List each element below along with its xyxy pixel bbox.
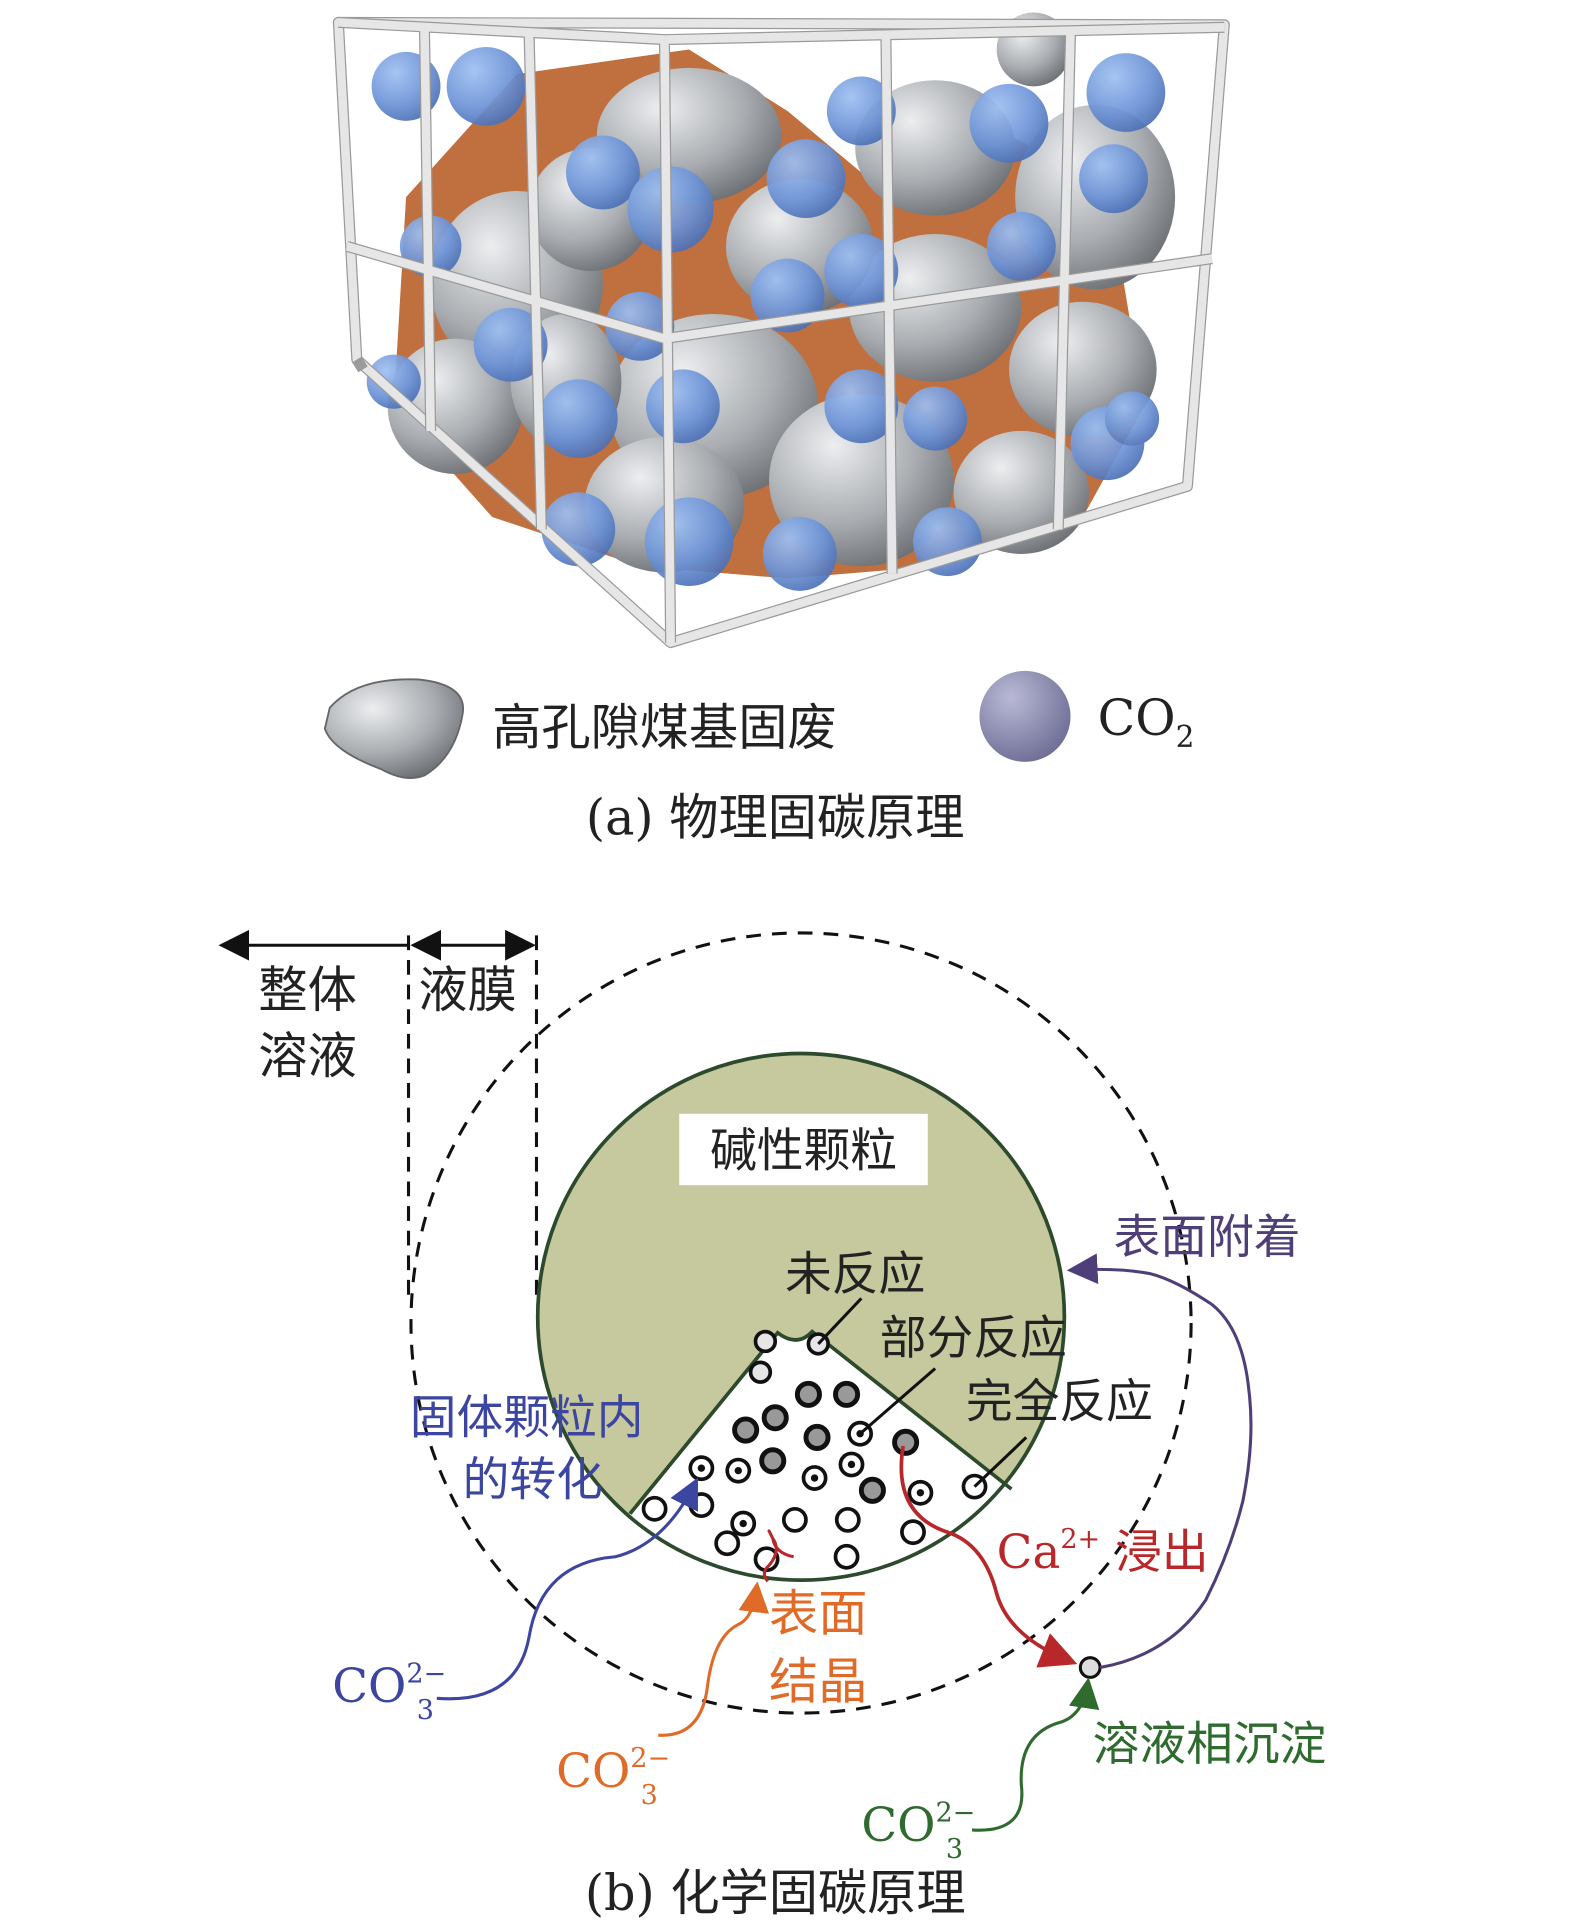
bulk-solution-label-2: 溶液 (258, 1027, 356, 1085)
liquid-film-boundary (409, 931, 1193, 1715)
scale-arrows (218, 929, 539, 1299)
co2-legend-icon (979, 670, 1071, 762)
porous-cube-illustration (332, 12, 1230, 649)
surface-attachment-label: 表面附着 (1114, 1211, 1301, 1265)
leader-lines (817, 1297, 1028, 1488)
in-particle-conversion-label: 固体颗粒内 (410, 1392, 644, 1446)
alkaline-particle-label: 碱性颗粒 (710, 1125, 897, 1179)
caption-a: (a) 物理固碳原理 (586, 788, 965, 846)
in-particle-conversion-label-2: 的转化 (463, 1453, 603, 1507)
caption-b: (b) 化学固碳原理 (585, 1864, 966, 1920)
cube-frame (332, 16, 1230, 649)
carbonate-ion-orange: CO2−3 (556, 1743, 670, 1811)
core-dots (697, 1430, 925, 1528)
legend: 高孔隙煤基固废 CO2 (323, 670, 1195, 779)
solid-waste-legend-icon (323, 678, 465, 779)
carbonate-ion-green: CO2−3 (861, 1797, 975, 1865)
unreacted-label: 未反应 (785, 1248, 925, 1302)
chemical-mechanism-diagram: 整体 溶液 液膜 碱性颗粒 (218, 929, 1327, 1865)
partially-reacted-label: 部分反应 (880, 1312, 1067, 1366)
carbonate-ion-blue: CO2−3 (332, 1658, 446, 1726)
alkaline-particle-label-box (679, 1113, 928, 1186)
surface-crystallization-label: 表面 (769, 1585, 867, 1643)
calcium-leaching-label: Ca2+ 浸出 (997, 1524, 1209, 1580)
precipitate-particle (1078, 1656, 1102, 1679)
co2-bubbles (366, 46, 1166, 591)
fully-reacted-label: 完全反应 (966, 1376, 1153, 1430)
bulk-solution-label: 整体 (258, 961, 356, 1019)
reacting-grains (732, 1380, 920, 1504)
legend-solid-waste-label: 高孔隙煤基固废 (492, 699, 836, 757)
legend-co2-label: CO2 (1098, 689, 1195, 754)
solution-precipitation-label: 溶液相沉淀 (1093, 1718, 1327, 1772)
surface-crystallization-label-2: 结晶 (769, 1652, 867, 1710)
liquid-film-label: 液膜 (418, 961, 516, 1019)
reaction-wedge (537, 1331, 1065, 1581)
